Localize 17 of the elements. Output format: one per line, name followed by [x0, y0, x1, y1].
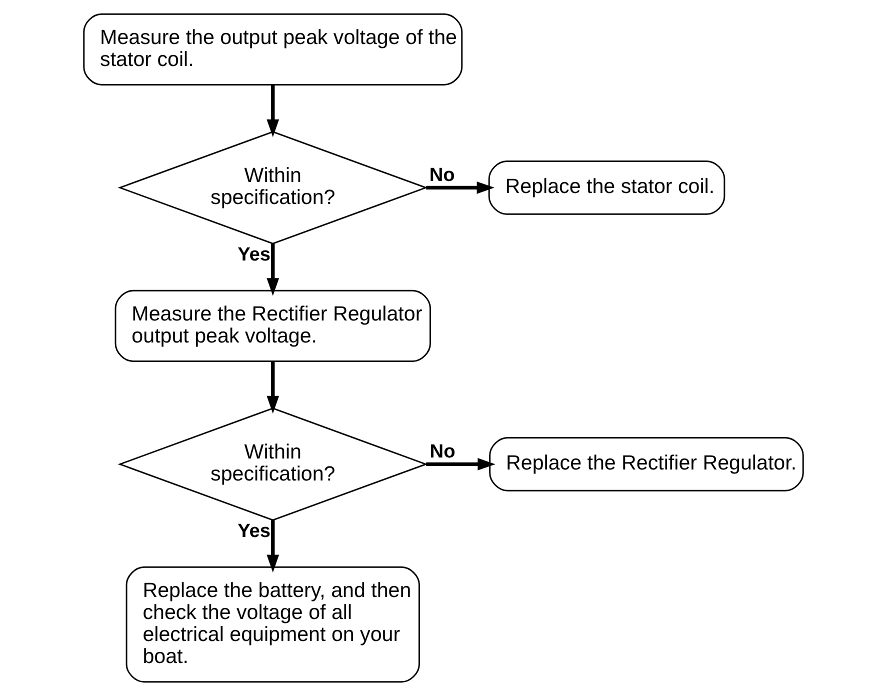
arrow: [426, 181, 494, 194]
node-diamond: Within specification?: [117, 408, 428, 521]
arrow: [426, 458, 495, 470]
node-diamond: Within specification?: [117, 131, 428, 244]
arrow: [266, 85, 279, 138]
node-box: Replace the battery, and then check the voltage of all electrical equipment on your boat.: [125, 566, 420, 683]
arrow: [266, 362, 279, 414]
arrow: [266, 520, 279, 572]
edge-label: No: [429, 441, 455, 462]
arrow: [266, 244, 279, 296]
edge-label: Yes: [237, 520, 270, 542]
node-box: Measure the Rectifier Regulator output peak voltage.: [114, 290, 430, 362]
edge-label: Yes: [237, 244, 270, 266]
node-box: Replace the Rectifier Regulator.: [488, 436, 804, 492]
edge-label: No: [428, 164, 454, 186]
node-box: Replace the stator coil.: [488, 160, 725, 215]
node-box: Measure the output peak voltage of the stator coil.: [82, 13, 462, 86]
